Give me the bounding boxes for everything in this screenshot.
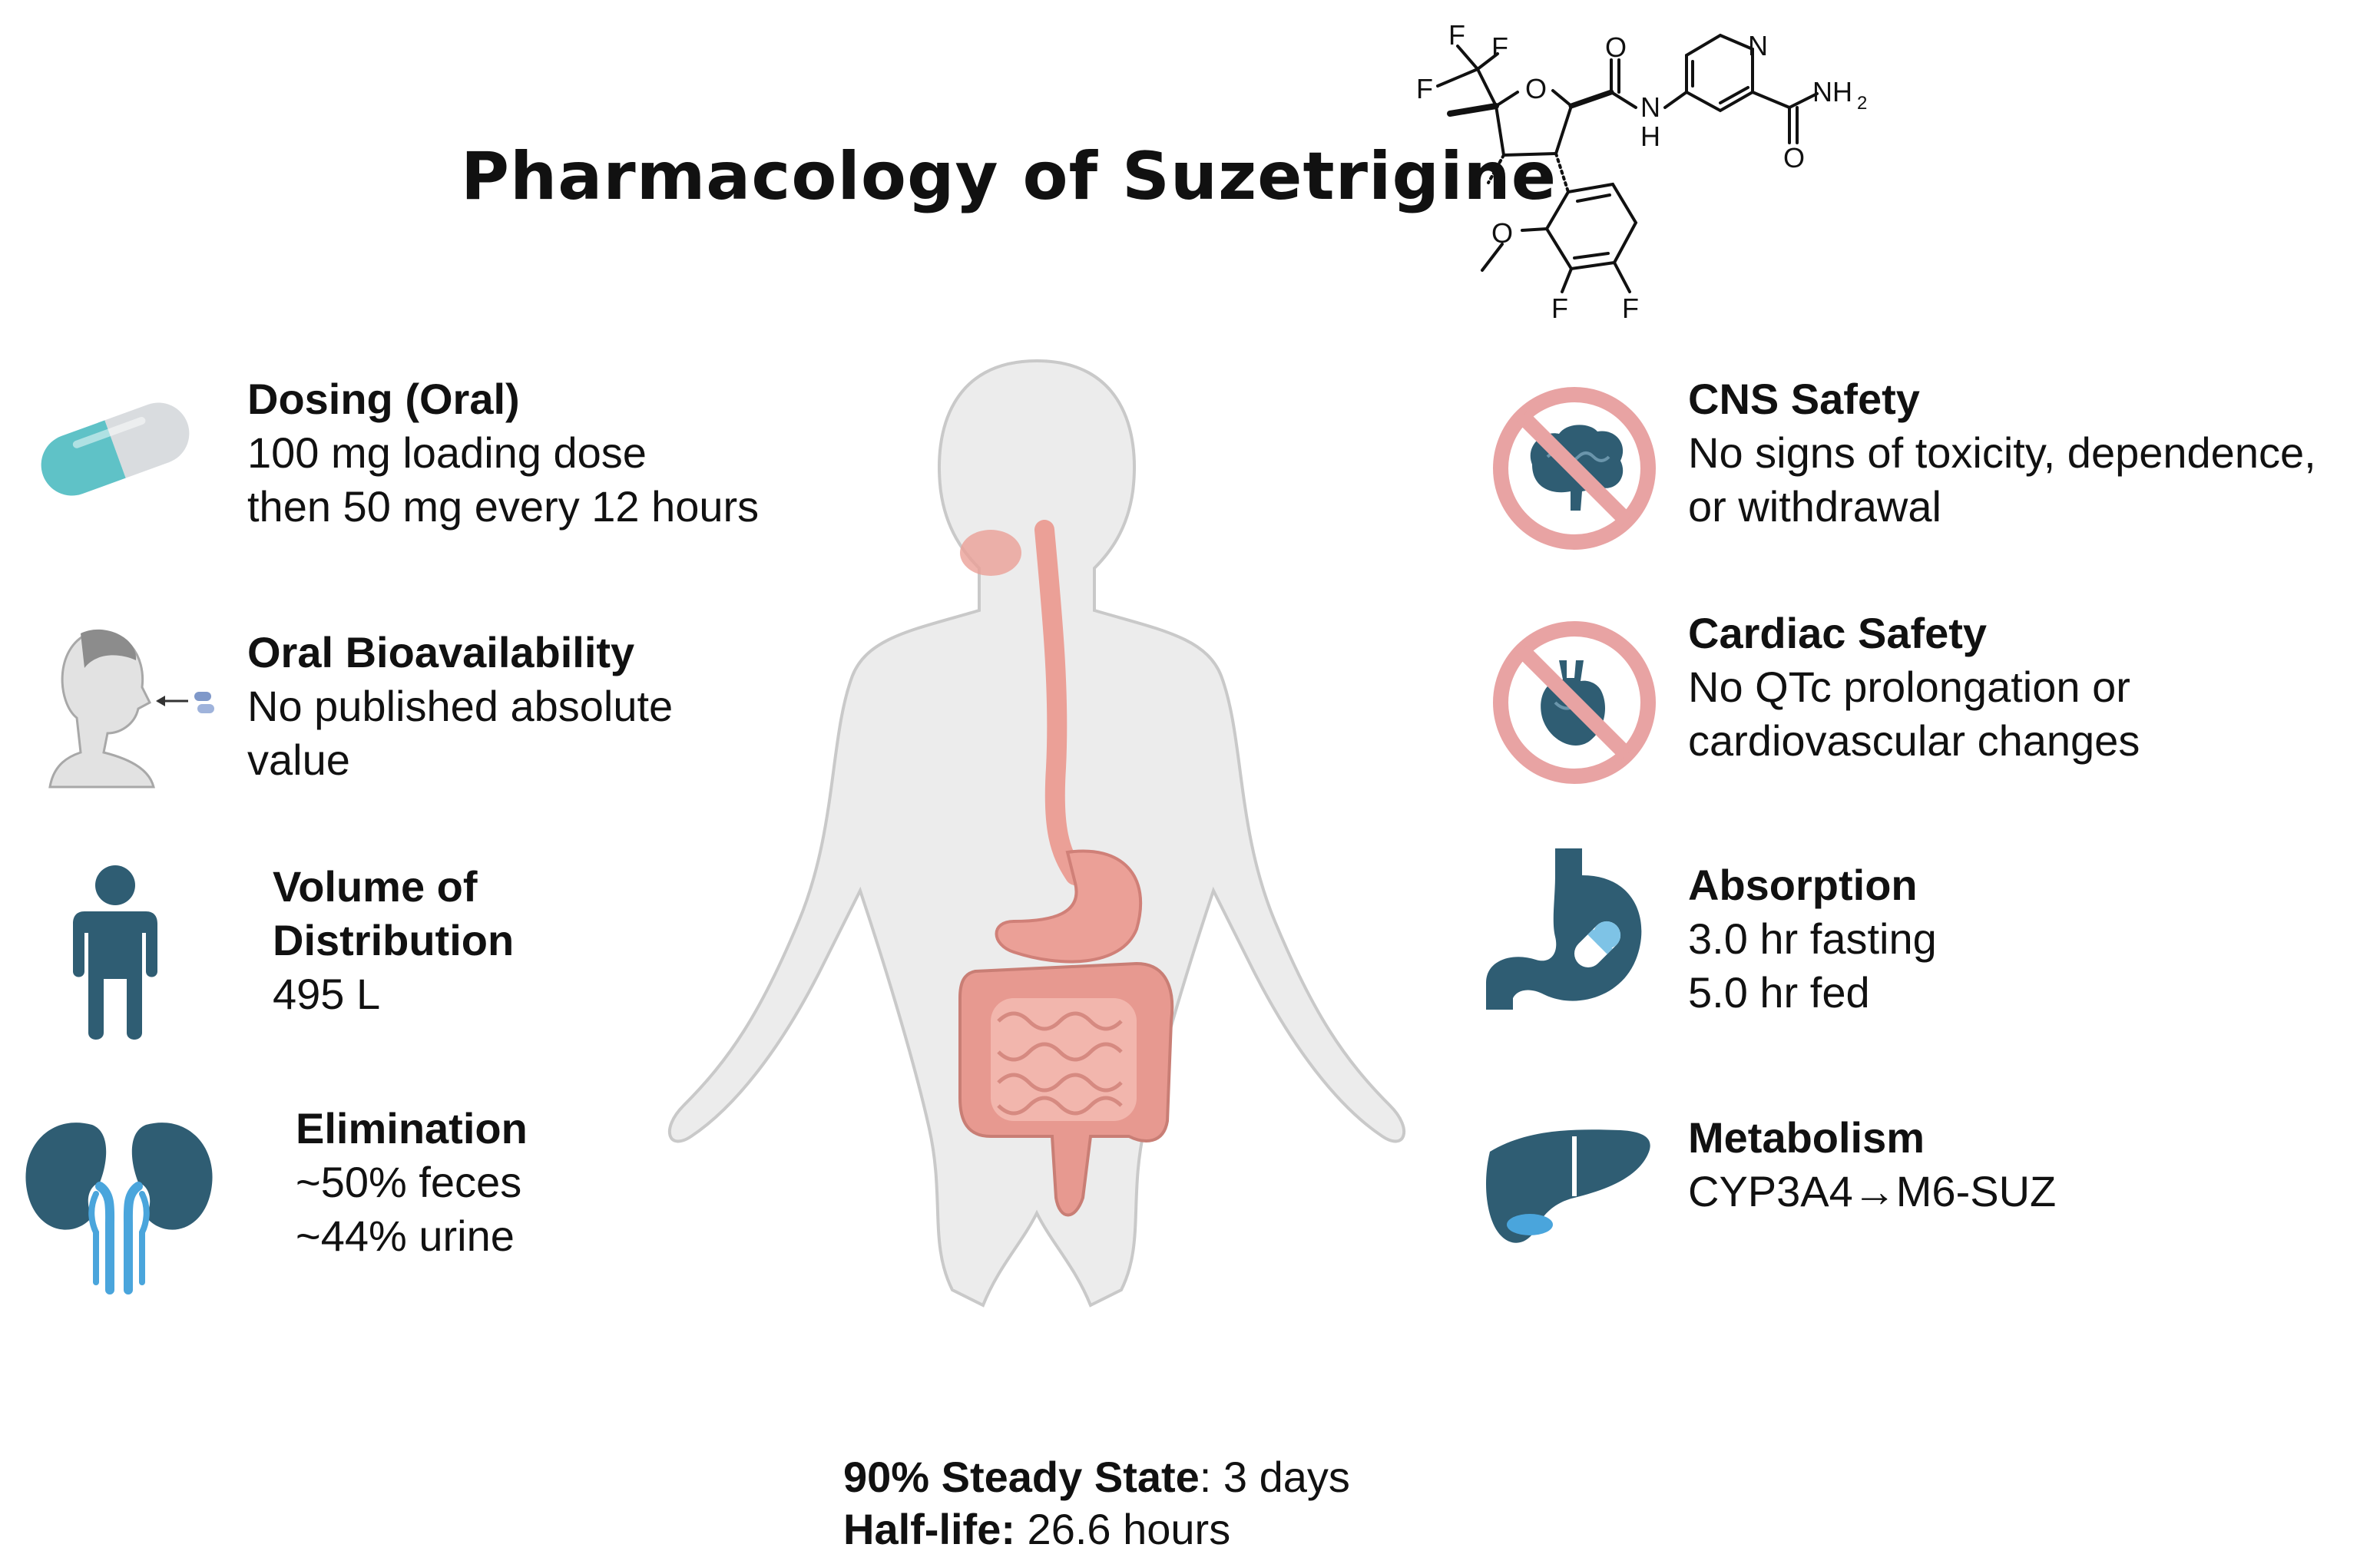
atom-f2: F — [1491, 31, 1508, 63]
oral-cavity — [960, 530, 1021, 576]
elimination-line: ~44% urine — [296, 1212, 515, 1260]
atom-f1: F — [1448, 19, 1465, 51]
atom-methoxy-o: O — [1491, 217, 1513, 249]
body-silhouette — [668, 359, 1405, 1308]
no-heart-icon — [1493, 621, 1656, 784]
atom-ar-f1: F — [1551, 293, 1568, 324]
cns-heading: CNS Safety — [1688, 375, 1920, 423]
steady-state-value: : 3 days — [1199, 1453, 1350, 1501]
absorption-block: Absorption 3.0 hr fasting 5.0 hr fed — [1688, 858, 1937, 1020]
no-brain-icon — [1493, 387, 1656, 550]
bioavailability-block: Oral Bioavailability No published absolu… — [247, 626, 673, 787]
dosing-block: Dosing (Oral) 100 mg loading dose then 5… — [247, 372, 759, 534]
metabolism-block: Metabolism CYP3A4→M6-SUZ — [1688, 1111, 2056, 1218]
person-icon — [73, 865, 157, 1040]
stomach-pill-icon — [1486, 848, 1642, 1010]
atom-pyridine-n: N — [1748, 30, 1768, 61]
dosing-heading: Dosing (Oral) — [247, 375, 520, 423]
atom-carbonyl-o1: O — [1605, 31, 1627, 63]
absorption-line: 3.0 hr fasting — [1688, 914, 1937, 963]
cns-line: No signs of toxicity, dependence, — [1688, 428, 2316, 477]
small-intestine — [991, 998, 1137, 1121]
atom-amide-h: H — [1640, 121, 1660, 152]
capsule-icon — [41, 402, 190, 496]
cns-line: or withdrawal — [1688, 482, 1941, 531]
intestine-coils — [997, 1011, 1123, 1116]
half-life-value: 26.6 hours — [1015, 1505, 1231, 1553]
large-intestine — [958, 961, 1174, 1217]
absorption-heading: Absorption — [1688, 861, 1918, 909]
metabolism-heading: Metabolism — [1688, 1113, 1925, 1162]
cardiac-line: No QTc prolongation or — [1688, 663, 2130, 711]
steady-state-label: 90% Steady State — [843, 1453, 1200, 1501]
atom-f3: F — [1416, 73, 1433, 104]
cns-block: CNS Safety No signs of toxicity, depende… — [1688, 372, 2316, 534]
bioavailability-line: value — [247, 736, 350, 784]
atom-ar-f2: F — [1622, 293, 1639, 324]
kidneys-icon — [25, 1123, 213, 1295]
bioavailability-heading: Oral Bioavailability — [247, 628, 635, 676]
half-life-line: Half-life: 26.6 hours — [843, 1503, 1350, 1556]
metabolism-line: CYP3A4→M6-SUZ — [1688, 1167, 2057, 1215]
person-inhaling-icon — [48, 629, 214, 789]
volume-heading: Volume of — [273, 862, 478, 911]
atom-nh2: NH — [1812, 76, 1852, 107]
liver-icon — [1486, 1129, 1650, 1243]
cardiac-line: cardiovascular changes — [1688, 716, 2140, 765]
steady-state-line: 90% Steady State: 3 days — [843, 1451, 1350, 1503]
atom-ring-o: O — [1525, 73, 1547, 104]
cardiac-heading: Cardiac Safety — [1688, 609, 1988, 657]
pk-summary: 90% Steady State: 3 days Half-life: 26.6… — [843, 1451, 1350, 1556]
stomach-organ — [995, 849, 1143, 964]
absorption-line: 5.0 hr fed — [1688, 968, 1870, 1017]
volume-value: 495 L — [273, 970, 381, 1018]
atom-amide-n: N — [1640, 91, 1660, 123]
cardiac-block: Cardiac Safety No QTc prolongation or ca… — [1688, 607, 2140, 768]
esophagus — [1034, 520, 1085, 885]
page-title: Pharmacology of Suzetrigine — [461, 138, 1557, 215]
elimination-line: ~50% feces — [296, 1158, 522, 1206]
dosing-line: 100 mg loading dose — [247, 428, 647, 477]
elimination-heading: Elimination — [296, 1104, 528, 1152]
atom-nh2-subscript: 2 — [1857, 93, 1867, 114]
volume-heading: Distribution — [273, 916, 515, 964]
dosing-line: then 50 mg every 12 hours — [247, 482, 760, 531]
atom-carbonyl-o2: O — [1783, 142, 1805, 174]
volume-block: Volume of Distribution 495 L — [273, 860, 514, 1021]
elimination-block: Elimination ~50% feces ~44% urine — [296, 1102, 528, 1263]
half-life-label: Half-life: — [843, 1505, 1015, 1553]
bioavailability-line: No published absolute — [247, 682, 674, 730]
